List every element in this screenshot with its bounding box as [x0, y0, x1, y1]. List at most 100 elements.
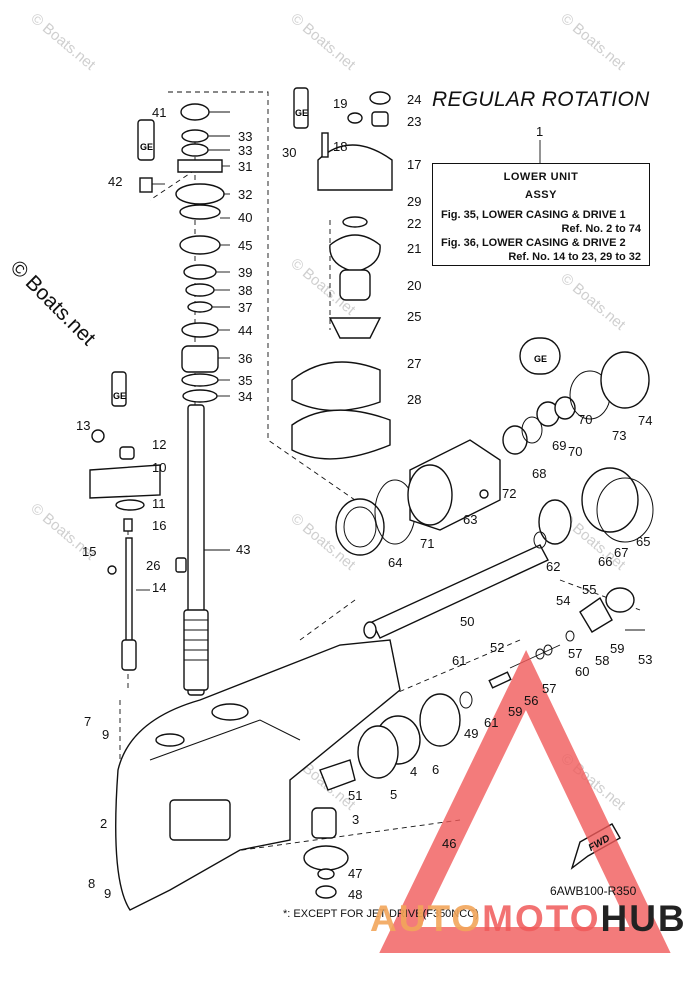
- part-label: 47: [348, 866, 362, 881]
- part-label: 61: [452, 653, 466, 668]
- part-label: 48: [348, 887, 362, 902]
- part-label: 11: [152, 496, 166, 511]
- part-label: 41: [152, 105, 166, 120]
- part-label: 38: [238, 283, 252, 298]
- part-label: 72: [502, 486, 516, 501]
- info-box-line1: Fig. 35, LOWER CASING & DRIVE 1: [441, 209, 626, 221]
- part-label: 40: [238, 210, 252, 225]
- part-number-labels: 4133333142324045393837443635342419231830…: [76, 92, 652, 902]
- part-label: 49: [464, 726, 478, 741]
- grease-symbol: GE: [295, 108, 308, 118]
- grease-symbol: GE: [140, 142, 153, 152]
- part-label: 4: [410, 764, 417, 779]
- part-label: 66: [598, 554, 612, 569]
- part-label: 10: [152, 460, 166, 475]
- part-label: 56: [524, 693, 538, 708]
- info-box-line2: Fig. 36, LOWER CASING & DRIVE 2: [441, 237, 626, 249]
- part-label: 5: [390, 787, 397, 802]
- part-label: 58: [595, 653, 609, 668]
- part-label: 35: [238, 373, 252, 388]
- part-label: 54: [556, 593, 570, 608]
- part-label: 21: [407, 241, 421, 256]
- part-label: 2: [100, 816, 107, 831]
- lower-unit-info-box: LOWER UNIT ASSY Fig. 35, LOWER CASING & …: [432, 163, 650, 266]
- grease-symbol: GE: [534, 354, 547, 364]
- part-label: 30: [282, 145, 296, 160]
- part-label: 8: [88, 876, 95, 891]
- part-label: 61: [484, 715, 498, 730]
- part-label: 73: [612, 428, 626, 443]
- part-label: 24: [407, 92, 421, 107]
- part-label: 27: [407, 356, 421, 371]
- part-label: 33: [238, 129, 252, 144]
- part-label: 65: [636, 534, 650, 549]
- diagram-code: 6AWB100-R350: [550, 884, 637, 898]
- part-label: 16: [152, 518, 166, 533]
- logo-part1: AUTO: [370, 898, 483, 939]
- part-label: 14: [152, 580, 166, 595]
- part-label: 57: [542, 681, 556, 696]
- water-pump-group: [291, 91, 393, 460]
- info-box-ref2: Ref. No. 14 to 23, 29 to 32: [508, 251, 641, 263]
- leader-lines: [136, 111, 541, 591]
- part-label: 37: [238, 300, 252, 315]
- part-label: 43: [236, 542, 250, 557]
- part-label: 39: [238, 265, 252, 280]
- info-box-title: LOWER UNIT: [503, 171, 579, 183]
- part-label: 17: [407, 157, 421, 172]
- part-label: 9: [102, 727, 109, 742]
- part-label: 12: [152, 437, 166, 452]
- part-label: 50: [460, 614, 474, 629]
- part-label: 63: [463, 512, 477, 527]
- part-label: 25: [407, 309, 421, 324]
- part-label: 55: [582, 582, 596, 597]
- part-label: 62: [546, 559, 560, 574]
- propeller-shaft-group: [303, 351, 654, 899]
- part-label: 18: [333, 139, 347, 154]
- part-label: 67: [614, 545, 628, 560]
- part-label: 31: [238, 159, 252, 174]
- info-box-subtitle: ASSY: [525, 189, 557, 201]
- logo-part2: MOTO: [482, 898, 601, 939]
- part-label: 34: [238, 389, 252, 404]
- lower-casing: [115, 639, 401, 911]
- part-label: 23: [407, 114, 421, 129]
- part-label: 74: [638, 413, 652, 428]
- part-label: 59: [508, 704, 522, 719]
- part-label: 9: [104, 886, 111, 901]
- part-label: 29: [407, 194, 421, 209]
- part-label: 59: [610, 641, 624, 656]
- logo-part3: HUB: [600, 898, 687, 939]
- part-label: 36: [238, 351, 252, 366]
- part-label: 32: [238, 187, 252, 202]
- part-label: 28: [407, 392, 421, 407]
- info-box-part-no: 1: [536, 124, 543, 139]
- grease-tube-icons: [111, 87, 561, 407]
- part-label: 64: [388, 555, 402, 570]
- part-label: 7: [84, 714, 91, 729]
- part-label: 45: [238, 238, 252, 253]
- part-label: 69: [552, 438, 566, 453]
- part-label: 15: [82, 544, 96, 559]
- part-label: 13: [76, 418, 90, 433]
- upper-seals-stack: [139, 103, 225, 403]
- grease-symbol: GE: [113, 391, 126, 401]
- part-label: 57: [568, 646, 582, 661]
- part-label: 19: [333, 96, 347, 111]
- part-label: 53: [638, 652, 652, 667]
- logo-triangle-icon: [379, 649, 671, 953]
- part-label: 26: [146, 558, 160, 573]
- part-label: 60: [575, 664, 589, 679]
- part-label: 51: [348, 788, 362, 803]
- part-label: 44: [238, 323, 252, 338]
- part-label: 70: [568, 444, 582, 459]
- shift-parts: [89, 429, 187, 671]
- automotohub-logo: AUTOMOTOHUB: [370, 898, 687, 940]
- part-label: 52: [490, 640, 504, 655]
- part-label: 71: [420, 536, 434, 551]
- part-label: 46: [442, 836, 456, 851]
- diagram-title: REGULAR ROTATION: [432, 88, 650, 111]
- info-box-ref1: Ref. No. 2 to 74: [561, 223, 641, 235]
